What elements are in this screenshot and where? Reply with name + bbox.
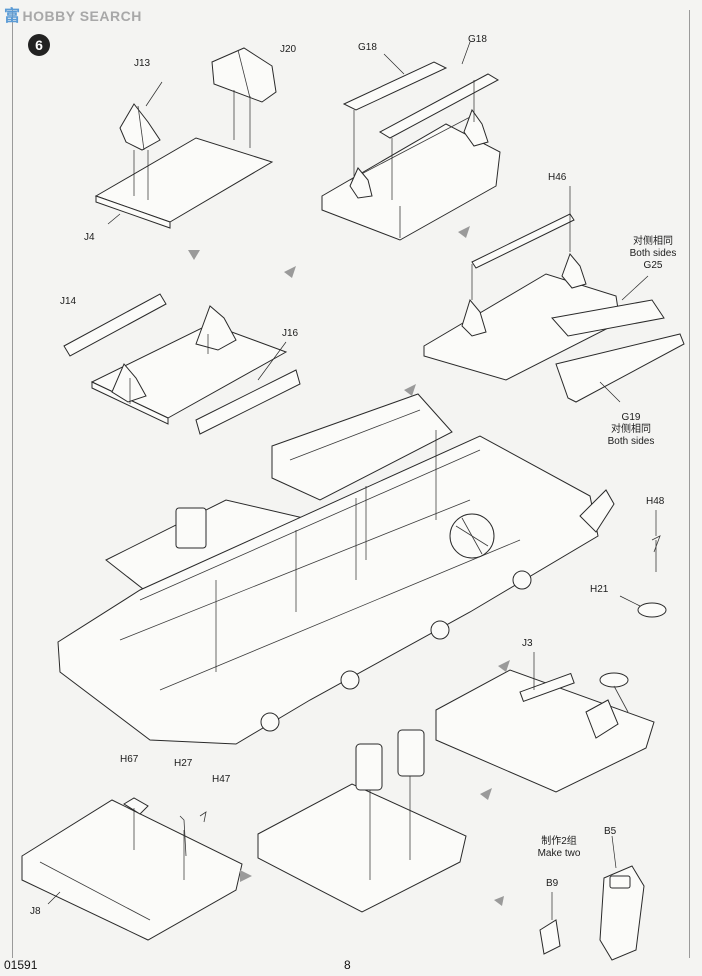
part-label-j14: J14: [60, 296, 77, 307]
part-label-g18-right: G18: [468, 34, 487, 45]
part-label-h47: H47: [212, 774, 231, 785]
subassembly-j4-floor: [94, 47, 277, 229]
step-number-badge: 6: [28, 34, 50, 56]
subassembly-j3-cab: [435, 652, 655, 793]
part-label-b5: B5: [604, 826, 617, 837]
note-both-sides-top: 对侧相同 Both sides G25: [629, 236, 677, 271]
part-label-b9: B9: [546, 878, 559, 889]
part-label-j13: J13: [134, 58, 151, 69]
main-hull-assembly: [57, 393, 615, 745]
part-label-j4: J4: [84, 232, 95, 243]
part-label-h46: H46: [548, 172, 567, 183]
subassembly-seats-floor: [257, 729, 467, 913]
kit-number: 01591: [4, 958, 38, 972]
part-label-h27: H27: [174, 758, 193, 769]
part-label-g18-left: G18: [358, 42, 377, 53]
steering-parts: [619, 510, 667, 618]
page-number: 8: [344, 958, 351, 972]
part-label-h48: H48: [646, 496, 665, 507]
part-label-j16: J16: [282, 328, 299, 339]
subassembly-g18-frame: [321, 41, 501, 241]
page-frame: [12, 10, 690, 958]
subassembly-j14-floor: [63, 293, 301, 435]
note-make-two: 制作2组 Make two: [537, 836, 581, 859]
part-label-h67: H67: [120, 754, 139, 765]
subassembly-b5-b9: [539, 835, 645, 961]
part-label-h21: H21: [590, 584, 609, 595]
part-label-j8: J8: [30, 906, 41, 917]
subassembly-j8-floor: [21, 797, 243, 941]
part-label-j3: J3: [522, 638, 533, 649]
note-both-sides-bottom: G19 对侧相同 Both sides: [607, 412, 655, 447]
flow-arrows: [188, 226, 510, 906]
subassembly-g25-frame: [423, 186, 685, 403]
part-label-j20: J20: [280, 44, 297, 55]
